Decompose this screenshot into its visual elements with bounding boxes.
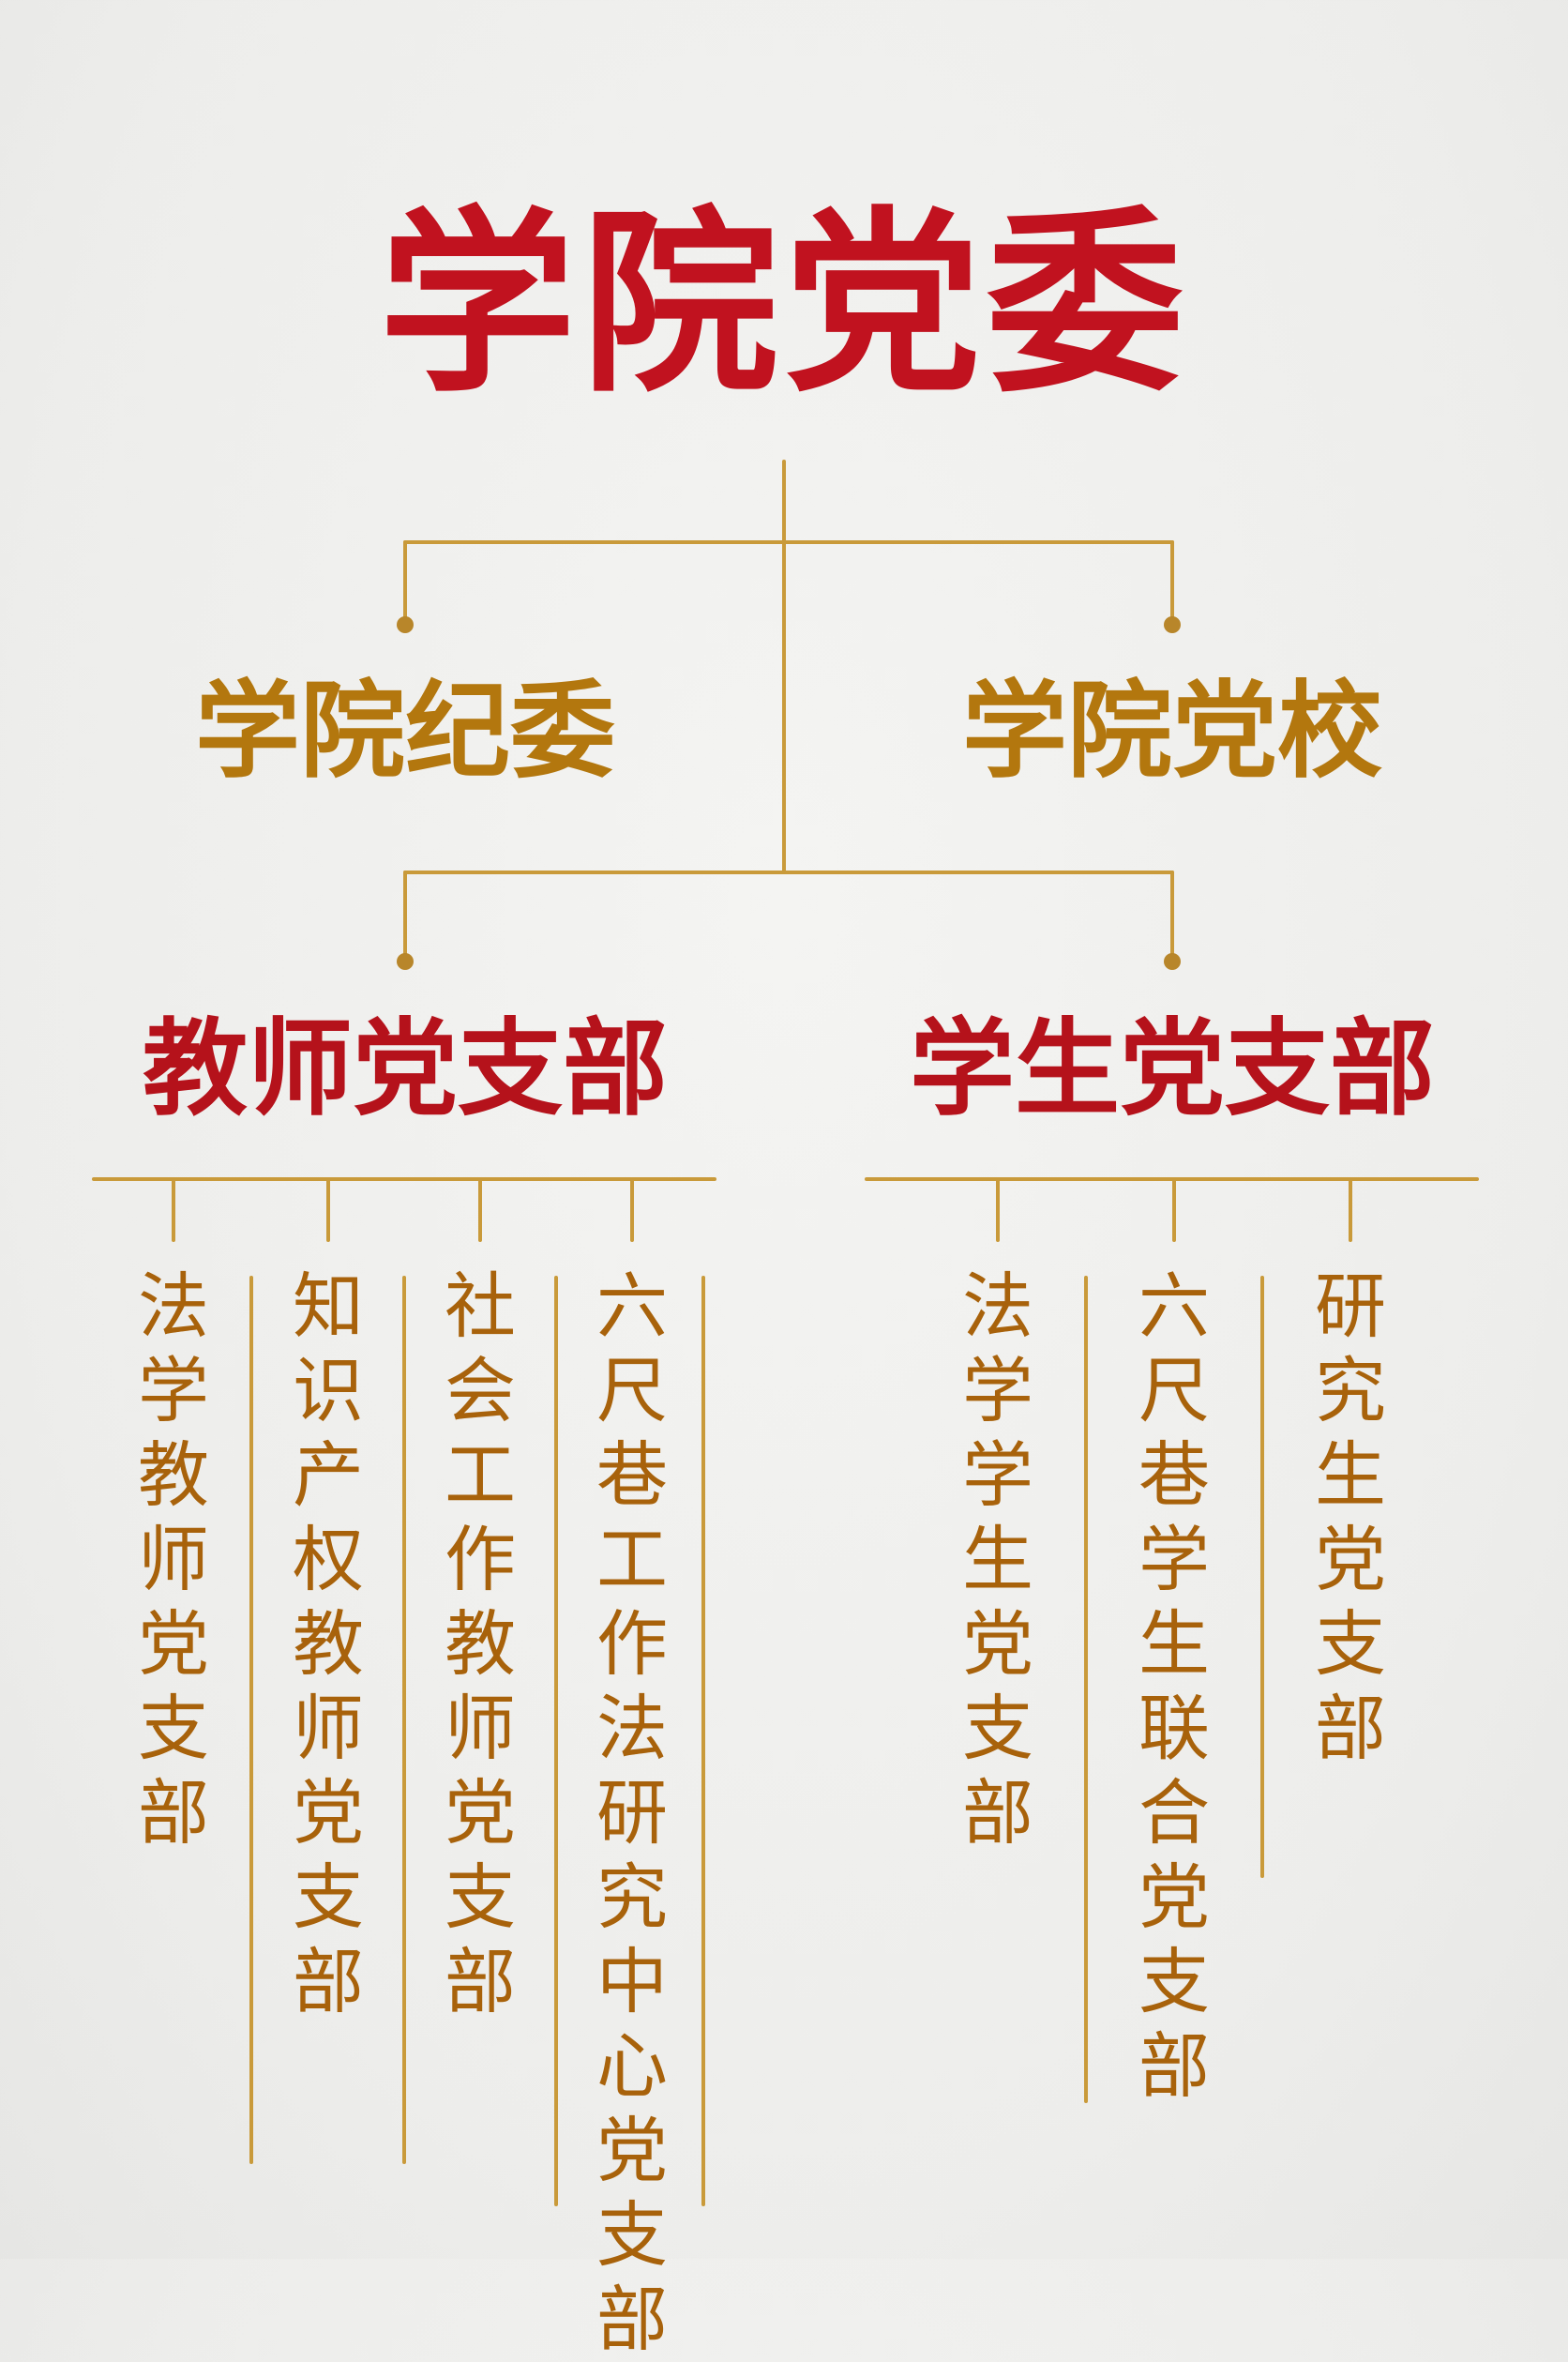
student-branch-item: 研究生党支部 bbox=[1315, 1264, 1386, 1770]
student-branch-item: 六尺巷学生联合党支部 bbox=[1138, 1264, 1210, 2108]
connector-lines bbox=[92, 460, 1479, 2206]
node-party-school: 学院党校 bbox=[962, 671, 1382, 793]
level2-right-dot bbox=[1164, 616, 1181, 633]
student-branch-item: 法学学生党支部 bbox=[962, 1264, 1033, 1855]
teacher-branch-item: 法学教师党支部 bbox=[138, 1264, 209, 1855]
root-title: 学院党委 bbox=[378, 189, 1189, 419]
node-student-branch: 学生党支部 bbox=[910, 1008, 1435, 1130]
teacher-branch-item: 六尺巷工作法研究中心党支部 bbox=[596, 1264, 668, 2361]
teacher-branch-item: 社会工作教师党支部 bbox=[445, 1264, 516, 2023]
org-chart: 学院党委 学院纪委 学院党校 教师党支部 学生党支部 法学教师党支部 知识产权教… bbox=[92, 189, 1479, 2361]
node-discipline-committee: 学院纪委 bbox=[195, 671, 615, 793]
level2-left-dot bbox=[397, 616, 414, 633]
level3-left-dot bbox=[397, 953, 414, 970]
node-teacher-branch: 教师党支部 bbox=[143, 1008, 668, 1130]
teacher-branch-item: 知识产权教师党支部 bbox=[293, 1264, 364, 2023]
level3-right-dot bbox=[1164, 953, 1181, 970]
